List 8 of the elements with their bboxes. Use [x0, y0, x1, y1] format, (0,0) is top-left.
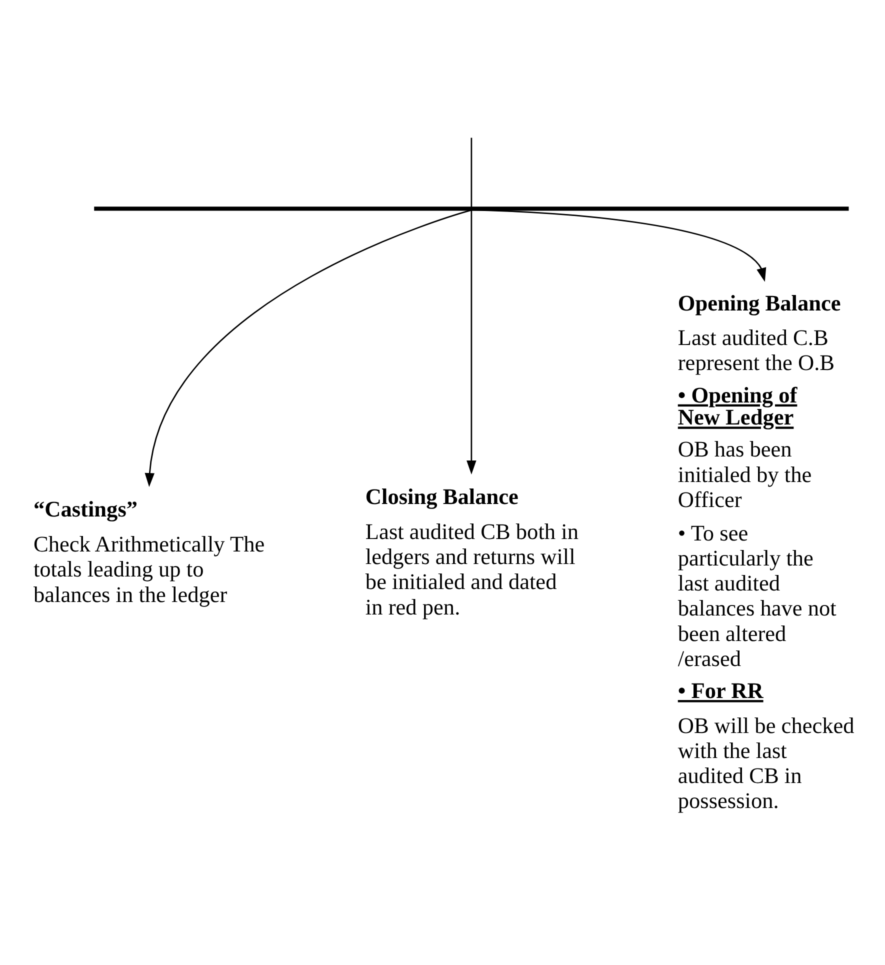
arrow [472, 208, 766, 282]
arrow [144, 209, 472, 486]
arrow [466, 210, 476, 474]
node-text: Closing Balance Last audited CB both in ledgers and returns will be initialed and dated in red pen. [365, 484, 578, 619]
node-bar [94, 206, 849, 210]
node-text: Opening Balance Last audited C.B represent the O.B • Opening of New Ledger OB has been initialed by the Officer • To see particularly the last audited balances have not been altered /erased • For RR OB will be checked with the last audited CB in possession. [678, 290, 854, 813]
node-text: “Castings” Check Arithmetically The totals leading up to balances in the ledger [33, 496, 265, 606]
connector [470, 137, 472, 207]
